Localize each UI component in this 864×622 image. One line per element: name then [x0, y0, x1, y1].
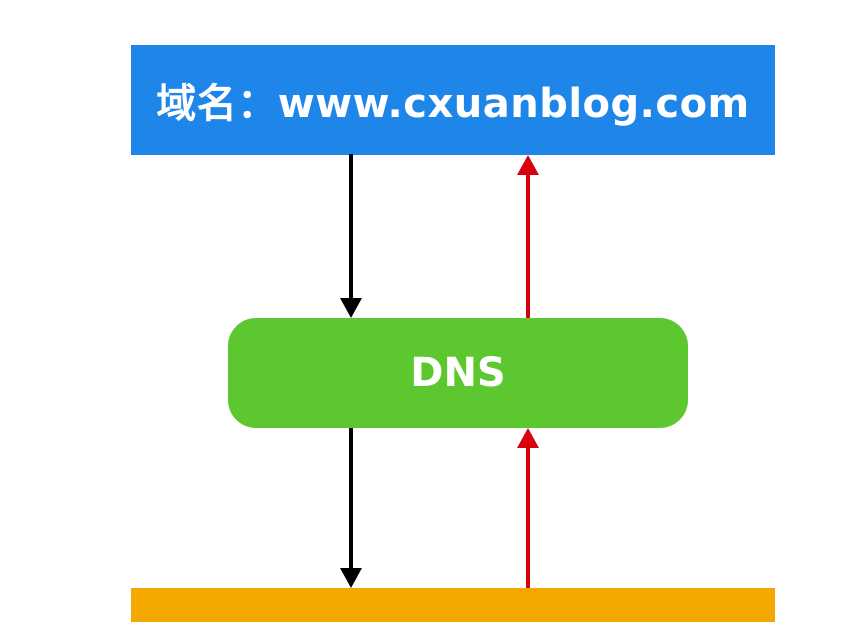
- arrowhead-down-icon: [340, 298, 362, 318]
- arrow-shaft: [526, 447, 530, 588]
- arrowhead-up-icon: [517, 428, 539, 448]
- domain-node: 域名：www.cxuanblog.com: [131, 45, 775, 155]
- arrowhead-down-icon: [340, 568, 362, 588]
- server-node: [131, 588, 775, 622]
- arrow-shaft: [349, 154, 353, 300]
- dns-node: DNS: [228, 318, 688, 428]
- dns-node-label: DNS: [410, 350, 506, 396]
- arrowhead-up-icon: [517, 155, 539, 175]
- arrow-shaft: [349, 428, 353, 568]
- domain-node-label: 域名：www.cxuanblog.com: [156, 81, 750, 127]
- arrow-shaft: [526, 174, 530, 318]
